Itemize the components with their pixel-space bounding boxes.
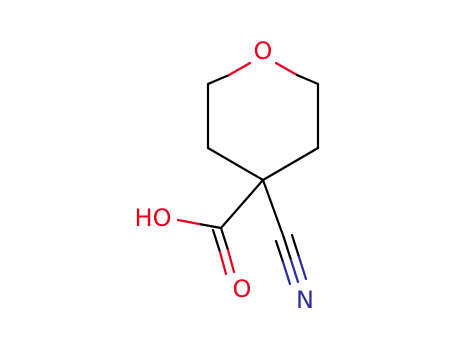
bond-carbonyl-2-oxygen-half [218, 250, 228, 276]
bond-o1-c2-carbon-half [295, 73, 320, 86]
bond-c6-o1-carbon-half [206, 73, 231, 86]
bond-c4-carboxyl [219, 178, 265, 230]
carbonyl-oxygen-label: O [233, 275, 252, 303]
bond-c4-nitrile-carbon [261, 178, 286, 240]
nitrile-bonds [261, 178, 308, 286]
bond-carboxyl-oh-carbon-half [197, 222, 223, 230]
bond-triple-2-carbon-half [274, 239, 285, 264]
bond-c6-o1-oxygen-half [227, 61, 252, 77]
bond-o1-c2-oxygen-half [274, 61, 299, 77]
atom-labels: O HO O N [135, 37, 314, 314]
bond-c3-c4 [261, 146, 320, 182]
bond-triple-3-carbon-half [290, 233, 301, 259]
bond-carbonyl-2-carbon-half [211, 228, 222, 254]
hydroxyl-label: HO [135, 204, 172, 232]
ring-bonds [206, 61, 320, 182]
bond-c4-c5 [206, 146, 265, 182]
bond-carbonyl-1-oxygen-half [226, 248, 236, 274]
bond-carboxyl-oh-oxygen-half [176, 218, 201, 226]
bond-carbonyl-1-carbon-half [219, 226, 230, 252]
bond-triple-3-nitrogen-half [297, 255, 308, 281]
ring-oxygen-label: O [254, 37, 273, 65]
bond-triple-1-carbon-half [282, 236, 293, 262]
nitrile-nitrogen-label: N [296, 286, 314, 314]
carboxylic-acid-bonds [176, 178, 265, 276]
bond-triple-2-nitrogen-half [281, 260, 292, 286]
bond-triple-1-nitrogen-half [289, 258, 300, 284]
